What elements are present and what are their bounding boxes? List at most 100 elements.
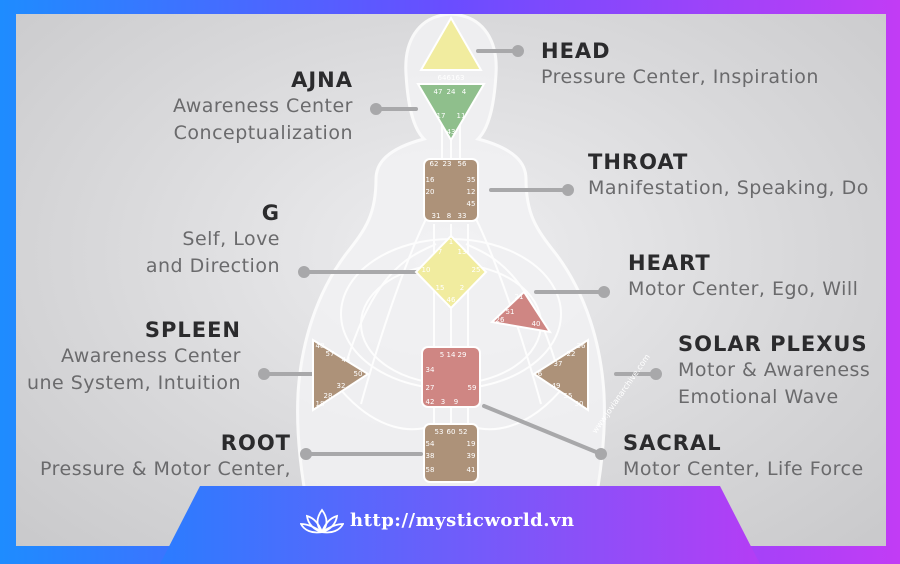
gate-13: 13 xyxy=(458,248,467,256)
solar-desc-2: Emotional Wave xyxy=(678,386,839,408)
gate-22: 22 xyxy=(567,350,576,358)
gate-19: 19 xyxy=(467,440,476,448)
throat-center xyxy=(423,158,479,222)
gate-17: 17 xyxy=(437,112,446,120)
gate-10: 10 xyxy=(422,266,431,274)
gate-8: 8 xyxy=(447,212,451,220)
gate-25: 25 xyxy=(472,266,481,274)
ajna-title: AJNA xyxy=(291,68,353,92)
gate-31: 31 xyxy=(432,212,441,220)
gate-52: 52 xyxy=(459,428,468,436)
gate-21: 21 xyxy=(515,293,524,301)
gate-2: 2 xyxy=(460,284,464,292)
gate-42: 42 xyxy=(426,398,435,406)
head-desc: Pressure Center, Inspiration xyxy=(541,66,819,88)
gate-32: 32 xyxy=(337,382,346,390)
gate-26: 26 xyxy=(496,316,505,324)
gate-5: 5 xyxy=(440,351,444,359)
gate-27: 27 xyxy=(426,384,435,392)
gate-49: 49 xyxy=(552,382,561,390)
label-sacral: SACRAL Motor Center, Life Force xyxy=(623,430,864,483)
gate-36: 36 xyxy=(577,342,586,350)
gate-45: 45 xyxy=(467,200,476,208)
lotus-icon xyxy=(300,508,344,534)
gate-62: 62 xyxy=(430,160,439,168)
gate-15: 15 xyxy=(436,284,445,292)
heart-center xyxy=(489,290,553,334)
heart-desc: Motor Center, Ego, Will xyxy=(628,278,859,300)
label-head: HEAD Pressure Center, Inspiration xyxy=(541,38,819,91)
gate-9: 9 xyxy=(454,398,458,406)
sacral-desc: Motor Center, Life Force xyxy=(623,458,864,480)
gate-64: 64 xyxy=(438,74,447,82)
leader-lines xyxy=(258,45,662,460)
gate-6: 6 xyxy=(538,370,543,378)
head-title: HEAD xyxy=(541,39,611,63)
label-ajna: AJNA Awareness Center Conceptualization xyxy=(173,67,353,147)
gate-30: 30 xyxy=(575,400,584,408)
gate-35: 35 xyxy=(467,176,476,184)
gate-58: 58 xyxy=(426,466,435,474)
spleen-title: SPLEEN xyxy=(144,318,241,342)
spleen-desc-1: Awareness Center xyxy=(60,345,241,367)
gate-61: 61 xyxy=(447,74,456,82)
gate-14: 14 xyxy=(447,351,456,359)
gate-47: 47 xyxy=(434,88,443,96)
gate-38: 38 xyxy=(426,452,435,460)
gate-16: 16 xyxy=(426,176,435,184)
gate-23: 23 xyxy=(443,160,452,168)
gate-57: 57 xyxy=(326,350,335,358)
gate-24: 24 xyxy=(447,88,456,96)
solar-desc-1: Motor & Awareness xyxy=(678,359,871,381)
g-desc-1: Self, Love xyxy=(182,228,280,250)
gate-43: 43 xyxy=(447,128,456,136)
gate-46: 46 xyxy=(447,296,456,304)
gate-48: 48 xyxy=(316,342,325,350)
label-throat: THROAT Manifestation, Speaking, Do xyxy=(588,149,869,202)
heart-title: HEART xyxy=(628,251,711,275)
gate-63: 63 xyxy=(456,74,465,82)
gate-37: 37 xyxy=(554,360,563,368)
gate-50: 50 xyxy=(354,370,363,378)
gate-7: 7 xyxy=(438,248,442,256)
gate-12: 12 xyxy=(467,188,476,196)
gate-60: 60 xyxy=(447,428,456,436)
gate-18: 18 xyxy=(316,400,325,408)
url-banner xyxy=(160,486,760,564)
gate-20: 20 xyxy=(426,188,435,196)
gate-59: 59 xyxy=(468,384,477,392)
spleen-desc-2: une System, Intuition xyxy=(26,372,241,394)
site-url-link[interactable]: http://mysticworld.vn xyxy=(350,510,575,531)
gate-41: 41 xyxy=(467,466,476,474)
gate-56: 56 xyxy=(458,160,467,168)
g-title: G xyxy=(261,201,280,225)
gate-53: 53 xyxy=(435,428,444,436)
sacral-center xyxy=(421,346,481,408)
gate-44: 44 xyxy=(342,356,351,364)
gate-33: 33 xyxy=(458,212,467,220)
throat-desc: Manifestation, Speaking, Do xyxy=(588,177,869,199)
gate-39: 39 xyxy=(467,452,476,460)
gate-40: 40 xyxy=(532,320,541,328)
spleen-center xyxy=(312,338,370,412)
gate-28: 28 xyxy=(324,392,333,400)
gate-55: 55 xyxy=(564,392,573,400)
gate-3: 3 xyxy=(441,398,445,406)
gate-51: 51 xyxy=(506,308,515,316)
root-title: ROOT xyxy=(220,431,291,455)
root-desc-1: Pressure & Motor Center, xyxy=(40,458,291,480)
gate-4: 4 xyxy=(462,88,467,96)
gate-11: 11 xyxy=(457,112,466,120)
solar-center xyxy=(532,338,589,412)
label-spleen: SPLEEN Awareness Center une System, Intu… xyxy=(27,317,241,397)
label-solar-plexus: SOLAR PLEXUS Motor & Awareness Emotional… xyxy=(678,331,870,411)
solar-title: SOLAR PLEXUS xyxy=(678,332,868,356)
throat-title: THROAT xyxy=(588,150,689,174)
sacral-title: SACRAL xyxy=(623,431,722,455)
g-desc-2: and Direction xyxy=(145,255,280,277)
label-heart: HEART Motor Center, Ego, Will xyxy=(628,250,858,303)
ajna-desc-1: Awareness Center xyxy=(172,95,353,117)
